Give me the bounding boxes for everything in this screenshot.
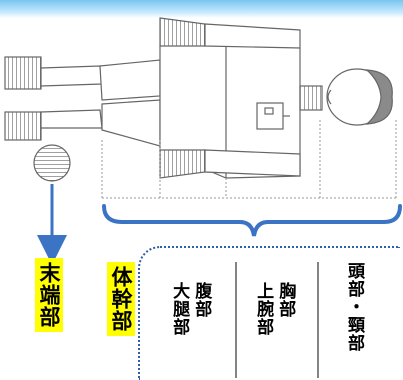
label-extremities: 末端部 [34,258,64,332]
label-head-neck: 頭部・頸部 [344,262,364,352]
region-label-box [138,246,400,380]
feet-icon [4,56,42,141]
header-gradient-bar [0,0,403,18]
label-trunk: 体幹部 [106,262,136,336]
torso-outline [159,17,301,179]
legs-outline [40,59,161,147]
extremity-circle-icon [33,144,71,182]
region-guides [101,120,397,199]
label-abdomen-thigh: 腹部 大腿部 [169,282,212,336]
badge-icon [256,102,290,130]
label-trunk-text: 体幹部 [107,262,135,336]
curly-bracket-icon [102,204,402,237]
head-outline [299,68,393,126]
label-extremities-text: 末端部 [35,258,63,332]
label-chest-upper-arm: 胸部 上腕部 [253,282,296,336]
